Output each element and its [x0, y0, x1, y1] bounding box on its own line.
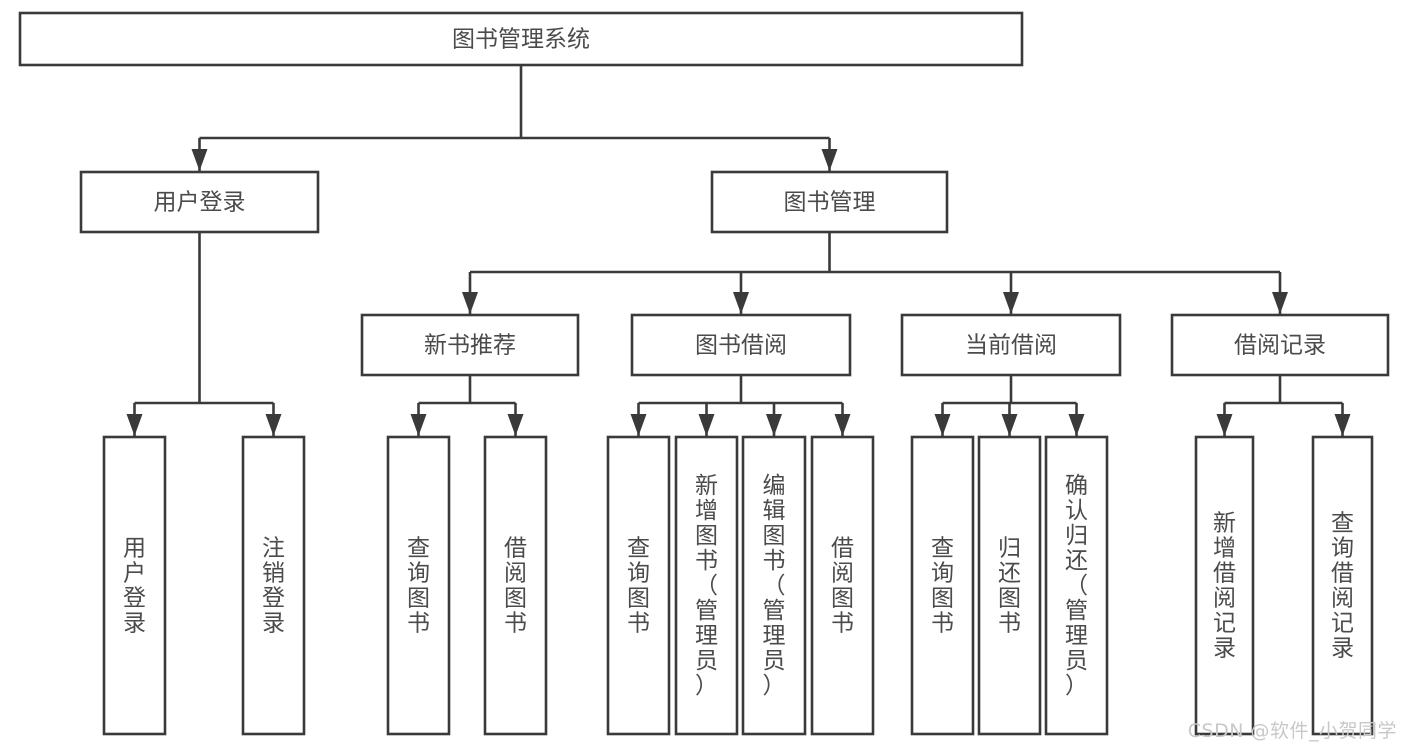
- arrow-head-icon: [1068, 414, 1085, 436]
- node-box-leaf-user-login: [102, 435, 167, 736]
- node-box-leaf-add-borrow-record: [1194, 435, 1255, 736]
- arrow-head-icon: [462, 292, 478, 314]
- edge-group-new-book-recommend: [410, 375, 524, 436]
- node-leaf-user-logout[interactable]: 注销登录: [241, 435, 306, 736]
- arrow-head-icon: [126, 414, 143, 436]
- edge-group-book-borrow: [630, 375, 851, 436]
- node-root[interactable]: 图书管理系统: [18, 11, 1024, 67]
- node-box-leaf-borrow-book: [810, 435, 875, 736]
- node-box-leaf-user-logout: [241, 435, 306, 736]
- node-label-book-borrow: 图书借阅: [695, 333, 787, 359]
- arrow-head-icon: [1334, 414, 1351, 436]
- node-user-login[interactable]: 用户登录: [79, 170, 320, 234]
- node-box-leaf-query-book-new: [386, 435, 451, 736]
- node-box-root: [18, 11, 1024, 67]
- node-leaf-borrow-book[interactable]: 借阅图书: [810, 435, 875, 736]
- node-label-book-management: 图书管理: [784, 190, 876, 216]
- node-new-book-recommend[interactable]: 新书推荐: [360, 313, 580, 377]
- node-label-user-login: 用户登录: [154, 190, 246, 216]
- node-layer: 图书管理系统用户登录图书管理新书推荐图书借阅当前借阅借阅记录用户登录注销登录查询…: [18, 11, 1390, 736]
- node-box-borrow-record: [1170, 313, 1390, 377]
- arrow-head-icon: [630, 414, 647, 436]
- arrow-head-icon: [766, 414, 782, 436]
- node-leaf-borrow-book-new[interactable]: 借阅图书: [483, 435, 548, 736]
- node-leaf-add-book-admin[interactable]: 新增图书（管理员）: [674, 435, 739, 736]
- arrow-head-icon: [821, 149, 838, 171]
- arrow-head-icon: [698, 414, 715, 436]
- node-book-management[interactable]: 图书管理: [710, 170, 949, 234]
- node-box-current-borrow: [900, 313, 1122, 377]
- arrow-head-icon: [507, 414, 524, 436]
- node-box-book-borrow: [630, 313, 852, 377]
- node-label-leaf-add-borrow-record: 新增借阅记录: [1213, 511, 1236, 662]
- node-label-leaf-user-login: 用户登录: [123, 536, 146, 637]
- node-label-leaf-confirm-return-admin: 确认归还（管理员）: [1065, 473, 1088, 699]
- node-leaf-query-book-current[interactable]: 查询图书: [910, 435, 975, 736]
- node-label-leaf-add-book-admin: 新增图书（管理员）: [695, 473, 718, 699]
- node-leaf-edit-book-admin[interactable]: 编辑图书（管理员）: [741, 435, 807, 736]
- edge-group-current-borrow: [934, 375, 1085, 436]
- node-leaf-query-book-new[interactable]: 查询图书: [386, 435, 451, 736]
- node-leaf-query-book-borrow[interactable]: 查询图书: [606, 435, 671, 736]
- node-current-borrow[interactable]: 当前借阅: [900, 313, 1122, 377]
- node-label-leaf-query-book-current: 查询图书: [931, 536, 954, 637]
- node-label-leaf-return-book: 归还图书: [998, 536, 1021, 637]
- node-label-leaf-edit-book-admin: 编辑图书（管理员）: [763, 473, 786, 699]
- node-box-leaf-borrow-book-new: [483, 435, 548, 736]
- node-label-leaf-query-borrow-record: 查询借阅记录: [1331, 511, 1354, 662]
- node-label-leaf-borrow-book-new: 借阅图书: [504, 536, 527, 637]
- edge-group-user-login: [126, 232, 282, 436]
- node-leaf-add-borrow-record[interactable]: 新增借阅记录: [1194, 435, 1255, 736]
- edge-group-root: [191, 65, 838, 171]
- node-leaf-return-book[interactable]: 归还图书: [977, 435, 1042, 736]
- node-box-leaf-query-book-borrow: [606, 435, 671, 736]
- arrow-head-icon: [1272, 292, 1288, 314]
- connector-layer: [126, 65, 1351, 436]
- node-borrow-record[interactable]: 借阅记录: [1170, 313, 1390, 377]
- arrow-head-icon: [1216, 414, 1233, 436]
- node-label-leaf-user-logout: 注销登录: [262, 536, 285, 637]
- node-box-book-management: [710, 170, 949, 234]
- node-label-leaf-query-book-borrow: 查询图书: [627, 536, 650, 637]
- node-box-leaf-add-book-admin: [674, 435, 739, 736]
- node-label-root: 图书管理系统: [452, 27, 590, 53]
- edge-group-book-management: [462, 232, 1288, 314]
- watermark-text: CSDN @软件_小贺同学: [1187, 720, 1397, 742]
- node-label-leaf-borrow-book: 借阅图书: [831, 536, 854, 637]
- arrow-head-icon: [934, 414, 951, 436]
- node-book-borrow[interactable]: 图书借阅: [630, 313, 852, 377]
- node-leaf-query-borrow-record[interactable]: 查询借阅记录: [1311, 435, 1374, 736]
- node-label-current-borrow: 当前借阅: [965, 333, 1057, 359]
- node-leaf-user-login[interactable]: 用户登录: [102, 435, 167, 736]
- node-leaf-confirm-return-admin[interactable]: 确认归还（管理员）: [1044, 435, 1109, 736]
- arrow-head-icon: [410, 414, 427, 436]
- node-box-leaf-return-book: [977, 435, 1042, 736]
- arrow-head-icon: [733, 292, 749, 314]
- node-box-leaf-edit-book-admin: [741, 435, 807, 736]
- node-box-user-login: [79, 170, 320, 234]
- node-box-leaf-query-borrow-record: [1311, 435, 1374, 736]
- arrow-head-icon: [191, 149, 208, 171]
- node-box-leaf-query-book-current: [910, 435, 975, 736]
- node-box-new-book-recommend: [360, 313, 580, 377]
- node-label-borrow-record: 借阅记录: [1234, 333, 1326, 359]
- edge-group-borrow-record: [1216, 375, 1351, 436]
- node-box-leaf-confirm-return-admin: [1044, 435, 1109, 736]
- arrow-head-icon: [1003, 292, 1019, 314]
- node-label-new-book-recommend: 新书推荐: [424, 333, 516, 359]
- node-label-leaf-query-book-new: 查询图书: [407, 536, 430, 637]
- arrow-head-icon: [265, 414, 282, 436]
- arrow-head-icon: [834, 414, 851, 436]
- arrow-head-icon: [1001, 414, 1018, 436]
